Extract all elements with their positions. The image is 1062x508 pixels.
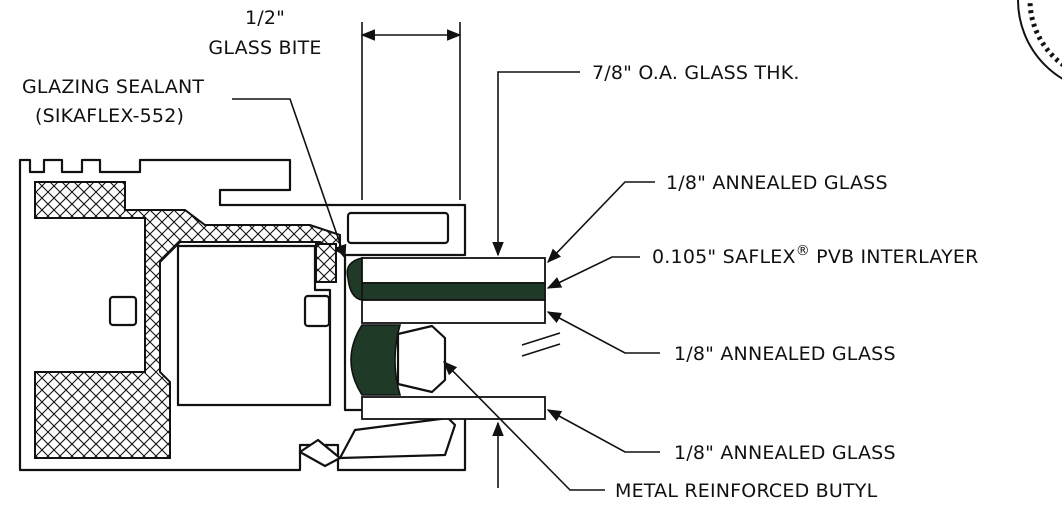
overall-thickness-dimension: 7/8" O.A. GLASS THK. [492,62,800,488]
glass-bite-dimension: 1/2" GLASS BITE [208,7,462,200]
screw-port-right [303,294,331,328]
middle-glass-leader [546,311,660,354]
thermal-break-left [34,181,341,459]
oa-thickness-leader-top [492,71,580,257]
inner-glass-leader [546,409,660,453]
glazing-sealant-leader [232,98,347,260]
inner-glass-label: 1/8" ANNEALED GLASS [674,442,896,464]
frame-chamber [176,244,332,407]
glazing-stop-box [346,211,450,245]
glass-bite-value: 1/2" [245,7,285,29]
middle-glass-label: 1/8" ANNEALED GLASS [674,343,896,365]
break-mark-1 [521,332,561,346]
interlayer-callout: 0.105" SAFLEX® PVB INTERLAYER [546,243,978,289]
glass-bite-label: GLASS BITE [208,37,321,59]
outer-glass-callout: 1/8" ANNEALED GLASS [547,172,888,264]
pvb-interlayer [361,282,546,301]
thermal-break-right [315,243,337,283]
butyl-bead [350,324,402,396]
glass-assembly [361,257,561,420]
clip-detail [298,438,342,468]
interlayer-label-main: 0.105" SAFLEX [652,246,796,268]
interlayer-label: 0.105" SAFLEX® PVB INTERLAYER [652,243,978,268]
glazing-sealant-label-line1: GLAZING SEALANT [22,76,204,98]
outer-glass-label: 1/8" ANNEALED GLASS [666,172,888,194]
screw-port-left [108,295,138,327]
seal-stamp-fragment [1017,0,1062,80]
butyl-leader [442,360,605,491]
inner-glass-callout: 1/8" ANNEALED GLASS [546,409,896,464]
middle-glass-ply [361,299,546,324]
setting-block [338,416,457,460]
overall-thickness-label: 7/8" O.A. GLASS THK. [592,62,800,84]
middle-glass-callout: 1/8" ANNEALED GLASS [546,311,896,365]
interlayer-leader [546,256,640,289]
glazing-sealant-callout: GLAZING SEALANT (SIKAFLEX-552) [22,76,347,260]
interlayer-label-rest: PVB INTERLAYER [810,246,979,268]
inner-glass-ply [361,396,546,420]
frame-profile [18,158,467,472]
metal-spacer [396,324,447,394]
butyl-callout: METAL REINFORCED BUTYL [442,360,878,502]
outer-glass-leader [547,181,655,264]
outer-glass-ply [361,257,546,284]
break-mark-2 [521,343,561,357]
butyl-label: METAL REINFORCED BUTYL [615,480,878,502]
glazing-sealant-label-line2: (SIKAFLEX-552) [35,105,184,127]
registered-mark: ® [796,243,810,259]
